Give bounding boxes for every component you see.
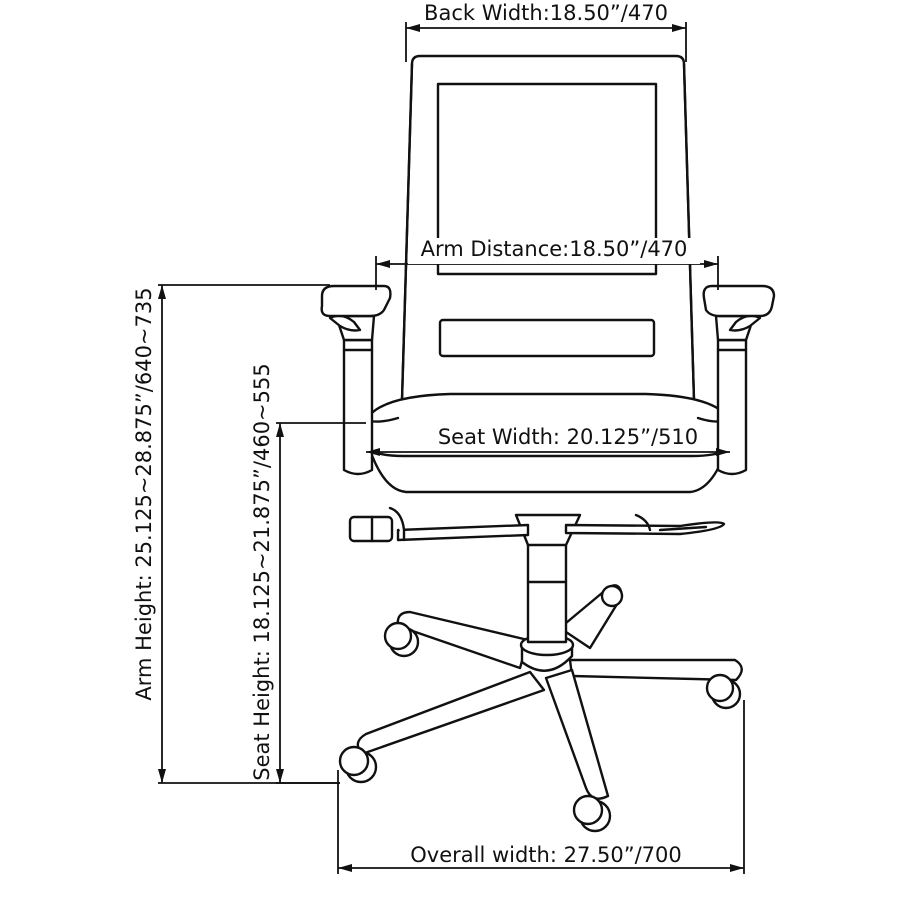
- dimension-labels: Back Width:18.50”/470 Arm Distance:18.50…: [132, 0, 710, 867]
- caster-wheel-upper-right: [600, 584, 624, 608]
- arm-distance-label: Arm Distance:18.50”/470: [421, 237, 688, 261]
- gas-cylinder: [514, 513, 582, 644]
- arm-height-dimension: [158, 284, 340, 784]
- lumbar-support: [438, 318, 656, 358]
- control-levers: [348, 506, 726, 543]
- overall-width-dimension: [337, 700, 745, 874]
- seat-width-dimension: [366, 448, 730, 456]
- seat-height-label: Seat Height: 18.125~21.875”/460~555: [250, 363, 274, 780]
- seat-height-dimension: [276, 422, 366, 784]
- back-width-label: Back Width:18.50”/470: [424, 1, 668, 25]
- caster-wheel-lower-left: [338, 745, 378, 784]
- caster-wheel-right: [705, 673, 742, 710]
- seat-width-label: Seat Width: 20.125”/510: [438, 425, 698, 449]
- caster-wheel-bottom: [572, 794, 612, 833]
- arm-height-label: Arm Height: 25.125~28.875”/640~735: [132, 287, 156, 700]
- chair-back: [400, 54, 696, 402]
- caster-wheel-upper-left: [383, 621, 420, 658]
- caster-wheels: [338, 584, 742, 833]
- chair-illustration: [320, 54, 776, 833]
- back-width-dimension: [405, 22, 687, 62]
- overall-width-label: Overall width: 27.50”/700: [410, 843, 682, 867]
- right-armrest: [702, 284, 776, 476]
- left-armrest: [320, 284, 392, 476]
